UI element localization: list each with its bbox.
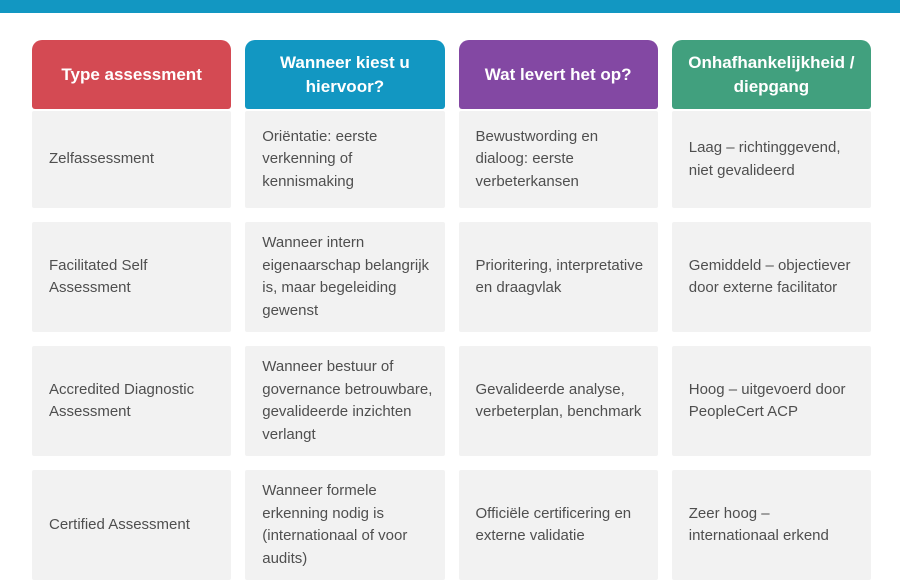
- table-header-row: Type assessment Wanneer kiest u hiervoor…: [32, 40, 871, 109]
- table-cell: Accredited Diagnostic Assessment: [32, 346, 232, 456]
- table-row-facilitated-self-assessment: Facilitated Self Assessment Wanneer inte…: [32, 222, 871, 332]
- column-header-wanneer-kiest-u-hiervoor: Wanneer kiest u hiervoor?: [245, 40, 445, 109]
- table-cell: Certified Assessment: [32, 470, 232, 580]
- column-header-label: Type assessment: [61, 64, 202, 84]
- column-header-wat-levert-het-op: Wat levert het op?: [458, 40, 658, 109]
- table-cell: Prioritering, interpretative en draagvla…: [458, 222, 658, 332]
- table-cell: Officiële certificering en externe valid…: [458, 470, 658, 580]
- table-cell: Zeer hoog – internationaal erkend: [671, 470, 871, 580]
- table-row-accredited-diagnostic-assessment: Accredited Diagnostic Assessment Wanneer…: [32, 346, 871, 456]
- table-cell: Oriëntatie: eerste verkenning of kennism…: [245, 111, 445, 208]
- table-cell: Gemiddeld – objectiever door externe fac…: [671, 222, 871, 332]
- table-cell: Wanneer bestuur of governance betrouwbar…: [245, 346, 445, 456]
- table-cell: Zelfassessment: [32, 111, 232, 208]
- table-cell: Facilitated Self Assessment: [32, 222, 232, 332]
- column-header-onafhankelijkheid-diepgang: Onhafhankelijkheid / diepgang: [671, 40, 871, 109]
- top-accent-bar: [0, 0, 900, 13]
- table-cell: Wanneer intern eigenaarschap belangrijk …: [245, 222, 445, 332]
- table-cell: Wanneer formele erkenning nodig is (inte…: [245, 470, 445, 580]
- table-row-zelfassessment: Zelfassessment Oriëntatie: eerste verken…: [32, 111, 871, 208]
- table-cell: Hoog – uitgevoerd door PeopleCert ACP: [671, 346, 871, 456]
- assessment-comparison-table: Type assessment Wanneer kiest u hiervoor…: [0, 13, 900, 580]
- table-cell: Gevalideerde analyse, verbeterplan, benc…: [458, 346, 658, 456]
- table-row-certified-assessment: Certified Assessment Wanneer formele erk…: [32, 470, 871, 580]
- column-header-label: Onhafhankelijkheid / diepgang: [688, 52, 855, 96]
- column-header-label: Wanneer kiest u hiervoor?: [280, 52, 410, 96]
- table-cell: Bewustwording en dialoog: eerste verbete…: [458, 111, 658, 208]
- table-cell: Laag – richtinggevend, niet gevalideerd: [671, 111, 871, 208]
- column-header-label: Wat levert het op?: [484, 64, 632, 84]
- column-header-type-assessment: Type assessment: [32, 40, 232, 109]
